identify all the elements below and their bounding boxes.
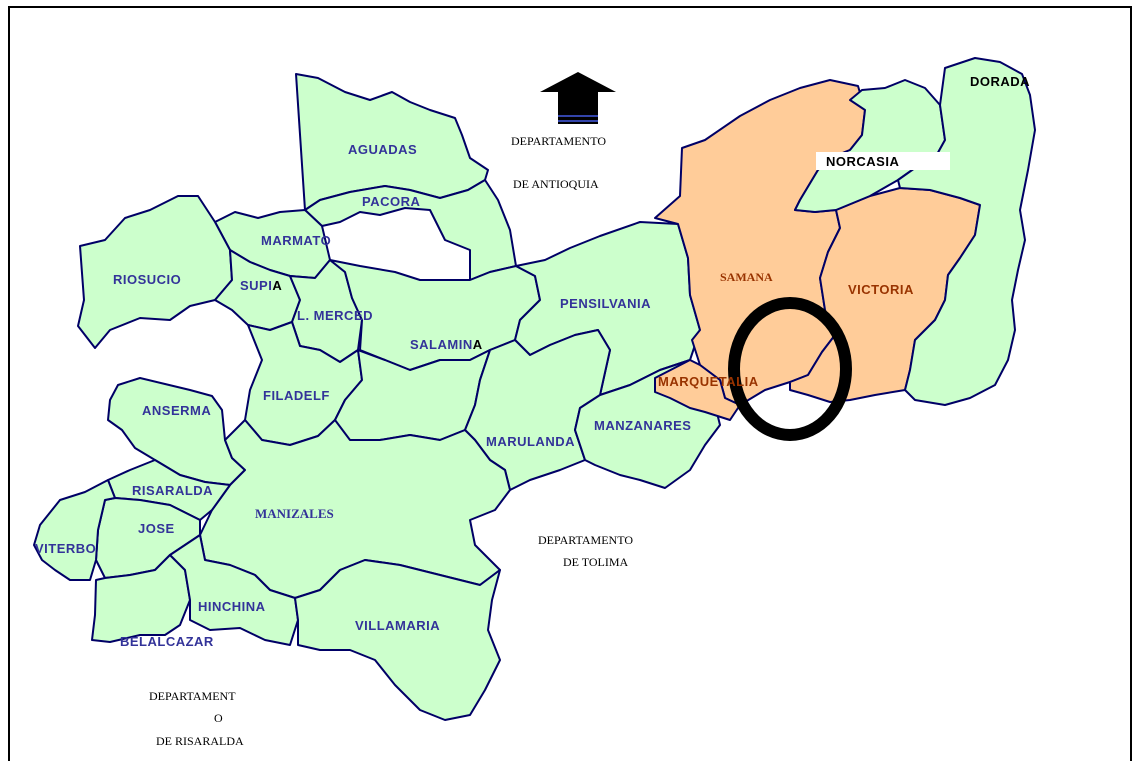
label-anserma: ANSERMA xyxy=(142,403,211,418)
label-belalcazar: BELALCAZAR xyxy=(120,634,214,649)
label-viterbo: VITERBO xyxy=(35,541,96,556)
label-hinchina: HINCHINA xyxy=(198,599,266,614)
label-marmato: MARMATO xyxy=(261,233,331,248)
label-supia: SUPIA xyxy=(240,278,282,293)
label-manzanares: MANZANARES xyxy=(594,418,691,433)
highlight-ring-icon xyxy=(728,297,852,441)
label-risaralda: RISARALDA xyxy=(132,483,213,498)
region-dorada[interactable] xyxy=(897,57,1036,406)
region-anserma[interactable] xyxy=(107,377,246,486)
label-dept-risaralda-2: O xyxy=(214,711,223,725)
label-dept-antioquia-2: DE ANTIOQUIA xyxy=(513,177,599,191)
label-merced: L. MERCED xyxy=(297,308,373,323)
label-pensilvania: PENSILVANIA xyxy=(560,296,651,311)
label-manizales: MANIZALES xyxy=(255,506,334,521)
north-arrow-icon xyxy=(540,72,616,124)
label-filadelfia: FILADELF xyxy=(263,388,330,403)
label-norcasia: NORCASIA xyxy=(826,154,899,169)
label-dept-tolima-2: DE TOLIMA xyxy=(563,555,629,569)
label-villamaria: VILLAMARIA xyxy=(355,618,440,633)
label-jose: JOSE xyxy=(138,521,175,536)
label-victoria: VICTORIA xyxy=(848,282,914,297)
norcasia-label-box xyxy=(816,152,950,170)
label-dorada: DORADA xyxy=(970,74,1030,89)
region-viterbo[interactable] xyxy=(33,479,116,581)
label-pacora: PACORA xyxy=(362,194,420,209)
map-frame xyxy=(8,6,1132,761)
region-belalcazar[interactable] xyxy=(91,554,191,643)
label-aguadas: AGUADAS xyxy=(348,142,417,157)
label-dept-risaralda-1: DEPARTAMENT xyxy=(149,689,236,703)
label-salamina: SALAMINA xyxy=(410,337,483,352)
label-dept-tolima-1: DEPARTAMENTO xyxy=(538,533,633,547)
region-marquetalia[interactable] xyxy=(654,359,741,421)
label-marquetalia: MARQUETALIA xyxy=(658,374,759,389)
label-riosucio: RIOSUCIO xyxy=(113,272,181,287)
region-villamaria[interactable] xyxy=(294,559,501,721)
label-samana: SAMANA xyxy=(720,270,773,284)
label-dept-risaralda-3: DE RISARALDA xyxy=(156,734,244,748)
label-dept-antioquia-1: DEPARTAMENTO xyxy=(511,134,606,148)
label-marulanda: MARULANDA xyxy=(486,434,575,449)
